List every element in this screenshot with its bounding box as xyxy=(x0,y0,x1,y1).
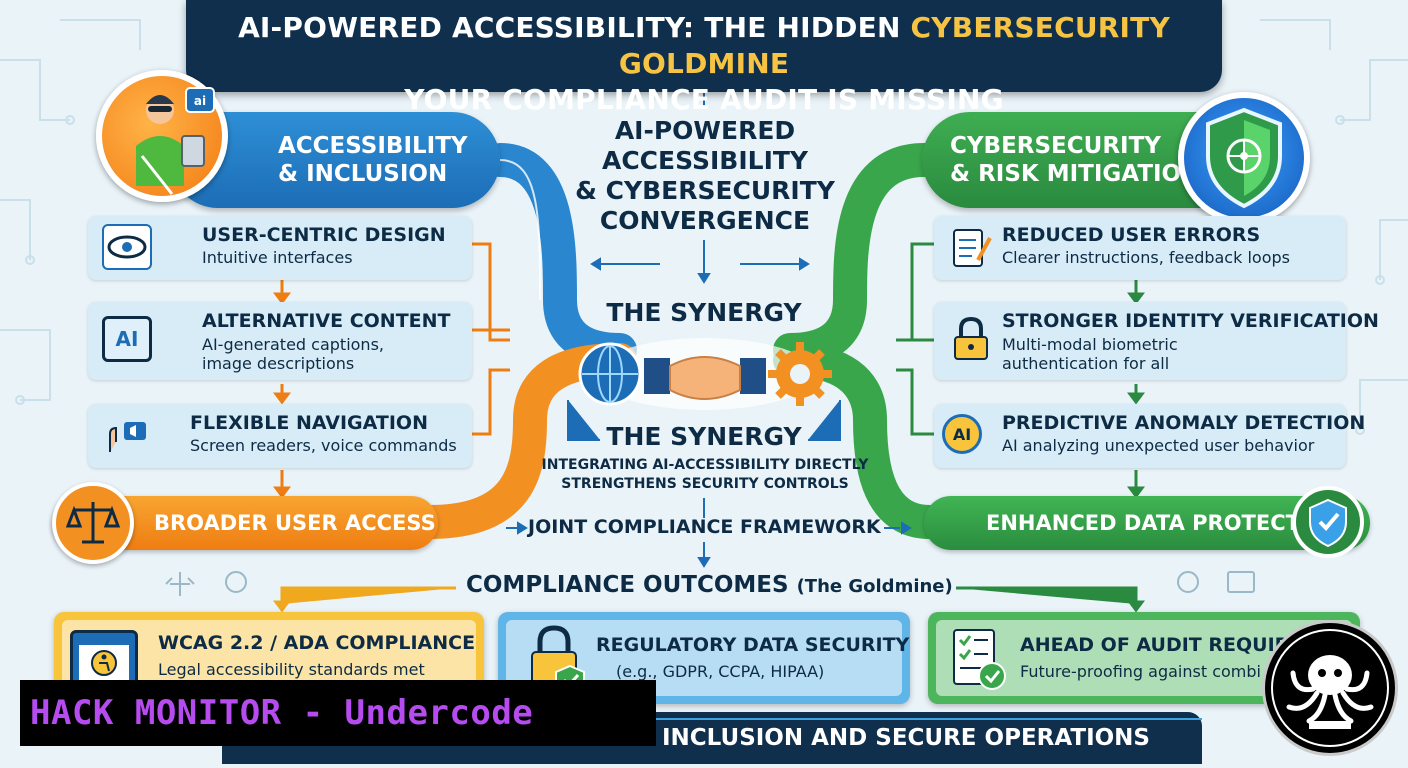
outcomes-title-sub: (The Goldmine) xyxy=(796,576,953,597)
synergy-desc-line2: STRENGTHENS SECURITY CONTROLS xyxy=(561,476,849,492)
card-alternative-content: AI ALTERNATIVE CONTENT AI-generated capt… xyxy=(88,302,472,380)
synergy-label-top: THE SYNERGY xyxy=(606,298,802,327)
synergy-description: INTEGRATING AI-ACCESSIBILITY DIRECTLY ST… xyxy=(540,456,870,494)
handshake-icon xyxy=(578,338,832,410)
synergy-desc-line1: INTEGRATING AI-ACCESSIBILITY DIRECTLY xyxy=(541,457,869,473)
outcome-ahead-of-audit: AHEAD OF AUDIT REQUIREI Future-proofing … xyxy=(928,612,1360,704)
document-check-icon xyxy=(946,624,1010,698)
left-header-line2: & INCLUSION xyxy=(278,161,448,187)
watermark-banner: HACK MONITOR - Undercode xyxy=(20,680,656,746)
center-heading-line1: AI-POWERED xyxy=(614,116,796,145)
clipboard-icon xyxy=(946,224,996,270)
card-desc: AI analyzing unexpected user behavior xyxy=(1002,436,1315,455)
lock-icon xyxy=(946,316,996,362)
synergy-label-bottom: THE SYNERGY xyxy=(606,422,802,451)
right-header-line2: & RISK MITIGATION xyxy=(950,161,1201,187)
enhanced-data-protection-label: ENHANCED DATA PROTECTION xyxy=(986,511,1344,535)
card-desc: Multi-modal biometric xyxy=(1002,335,1178,354)
title-line1-prefix: AI-POWERED ACCESSIBILITY: THE HIDDEN xyxy=(238,11,901,44)
broader-user-access-label: BROADER USER ACCESS xyxy=(154,511,436,535)
ai-gear-icon: AI xyxy=(942,414,982,454)
voice-icon xyxy=(102,412,152,458)
card-desc: Clearer instructions, feedback loops xyxy=(1002,248,1290,267)
green-lower-flow-path xyxy=(773,343,947,539)
joint-compliance-framework-label: JOINT COMPLIANCE FRAMEWORK xyxy=(528,516,881,538)
card-stronger-identity-verification: STRONGER IDENTITY VERIFICATION Multi-mod… xyxy=(934,302,1379,380)
outcome-title: REGULATORY DATA SECURITY xyxy=(596,634,910,656)
card-desc: image descriptions xyxy=(202,354,355,373)
card-desc: Intuitive interfaces xyxy=(202,248,353,267)
center-heading-line4: CONVERGENCE xyxy=(599,206,811,235)
card-reduced-user-errors: REDUCED USER ERRORS Clearer instructions… xyxy=(934,216,1346,280)
watermark-text: HACK MONITOR - Undercode xyxy=(30,693,534,733)
right-header-line1: CYBERSECURITY xyxy=(950,133,1161,159)
card-title: STRONGER IDENTITY VERIFICATION xyxy=(1002,310,1379,332)
card-title: ALTERNATIVE CONTENT xyxy=(202,310,451,332)
title-line1-accent: CYBERSECURITY GOLDMINE xyxy=(618,11,1170,80)
outcome-desc: Legal accessibility standards met xyxy=(158,660,425,679)
green-flow-path xyxy=(773,143,941,367)
outcome-desc: (e.g., GDPR, CCPA, HIPAA) xyxy=(616,662,825,681)
compliance-outcomes-title: COMPLIANCE OUTCOMES (The Goldmine) xyxy=(466,572,953,598)
scales-icon xyxy=(52,482,134,564)
convergence-heading: AI-POWERED ACCESSIBILITY & CYBERSECURITY… xyxy=(560,116,850,236)
card-desc: authentication for all xyxy=(1002,354,1170,373)
left-header-line1: ACCESSIBILITY xyxy=(278,133,468,159)
footer-text: L INCLUSION AND SECURE OPERATIONS xyxy=(639,725,1150,751)
title-line2: YOUR COMPLIANCE AUDIT IS MISSING xyxy=(404,83,1004,116)
eye-icon xyxy=(102,224,152,270)
card-user-centric-design: USER-CENTRIC DESIGN Intuitive interfaces xyxy=(88,216,472,280)
outcomes-title-main: COMPLIANCE OUTCOMES xyxy=(466,572,789,598)
outcome-title: WCAG 2.2 / ADA COMPLIANCE xyxy=(158,632,476,654)
card-title: PREDICTIVE ANOMALY DETECTION xyxy=(1002,412,1366,434)
shield-network-icon xyxy=(1178,92,1310,224)
person-tablet-icon: ai xyxy=(96,70,228,202)
page-title: AI-POWERED ACCESSIBILITY: THE HIDDEN CYB… xyxy=(186,0,1222,116)
shield-check-icon xyxy=(1292,486,1364,558)
card-title: REDUCED USER ERRORS xyxy=(1002,224,1261,246)
orange-flow-path xyxy=(413,343,637,539)
octopus-logo xyxy=(1262,620,1398,756)
footer-accent-line xyxy=(222,718,1202,720)
card-predictive-anomaly-detection: AI PREDICTIVE ANOMALY DETECTION AI analy… xyxy=(934,404,1365,468)
ai-screen-icon: AI xyxy=(102,316,152,362)
gear-icon xyxy=(768,342,832,406)
ai-badge-text: ai xyxy=(194,94,206,108)
card-title: USER-CENTRIC DESIGN xyxy=(202,224,446,246)
card-flexible-navigation: FLEXIBLE NAVIGATION Screen readers, voic… xyxy=(88,404,472,468)
center-heading-line3: & CYBERSECURITY xyxy=(575,176,835,205)
card-desc: Screen readers, voice commands xyxy=(190,436,457,455)
card-desc: AI-generated captions, xyxy=(202,335,384,354)
center-heading-line2: ACCESSIBILITY xyxy=(601,146,809,175)
outcome-desc: Future-proofing against combi xyxy=(1020,662,1261,681)
outcome-title: AHEAD OF AUDIT REQUIREI xyxy=(1020,634,1310,656)
card-title: FLEXIBLE NAVIGATION xyxy=(190,412,428,434)
